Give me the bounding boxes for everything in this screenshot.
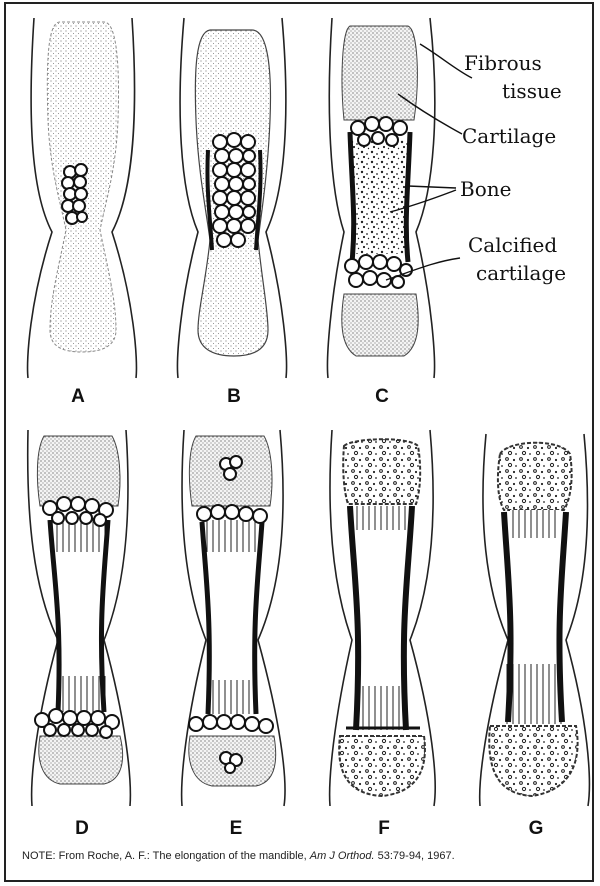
panel-F: F bbox=[330, 430, 436, 839]
columnar-zone-lower bbox=[506, 664, 562, 724]
panel-E: E bbox=[182, 430, 285, 839]
columnar-zone-upper bbox=[510, 510, 560, 538]
callout-fibrous-tissue-line2: tissue bbox=[502, 79, 562, 103]
panel-label-F: F bbox=[378, 818, 390, 839]
panel-label-D: D bbox=[75, 818, 89, 839]
panel-label-C: C bbox=[375, 386, 389, 407]
leader-bone-1 bbox=[408, 186, 456, 188]
callout-fibrous-tissue-line1: Fibrous bbox=[464, 51, 542, 75]
columnar-zone-lower bbox=[356, 686, 408, 730]
cartilage-bottom bbox=[39, 736, 123, 784]
note-journal: Am J Orthod. bbox=[310, 850, 375, 862]
panel-B: B bbox=[178, 18, 287, 407]
calcified-cartilage-cluster bbox=[213, 133, 255, 247]
epiphysis-top bbox=[343, 439, 420, 504]
calcified-cartilage-upper bbox=[351, 117, 407, 146]
epiphysis-bottom bbox=[339, 736, 425, 796]
cartilage-top bbox=[342, 26, 417, 120]
bone-development-diagram: A B bbox=[0, 0, 600, 846]
columnar-zone-lower bbox=[206, 680, 260, 714]
epiphysis-bottom bbox=[489, 726, 577, 796]
cartilage-bottom bbox=[342, 294, 418, 356]
callout-cartilage: Cartilage bbox=[462, 124, 556, 148]
growth-plate-lower bbox=[35, 709, 119, 738]
growth-plate-lower bbox=[189, 715, 273, 733]
bone-marrow bbox=[352, 140, 410, 254]
panel-A: A bbox=[28, 18, 137, 407]
note-prefix: NOTE: From Roche, A. F.: The elongation … bbox=[22, 850, 310, 862]
panel-C: C bbox=[328, 18, 472, 407]
panel-label-B: B bbox=[227, 386, 241, 407]
panel-D: D bbox=[28, 430, 131, 839]
panel-G: G bbox=[480, 434, 590, 839]
callout-calcified-cartilage-line2: cartilage bbox=[476, 261, 566, 285]
columnar-zone-upper bbox=[356, 506, 408, 530]
panel-label-E: E bbox=[230, 818, 243, 839]
callout-bone: Bone bbox=[460, 177, 511, 201]
epiphysis-top bbox=[498, 443, 572, 510]
source-note: NOTE: From Roche, A. F.: The elongation … bbox=[22, 850, 582, 862]
note-suffix: 53:79-94, 1967. bbox=[375, 850, 455, 862]
panel-label-G: G bbox=[529, 818, 544, 839]
cartilage-top bbox=[37, 436, 120, 506]
columnar-zone-upper bbox=[206, 520, 260, 552]
calcified-cartilage-lower bbox=[345, 255, 412, 288]
panel-label-A: A bbox=[71, 386, 85, 407]
callout-calcified-cartilage-line1: Calcified bbox=[468, 233, 557, 257]
calcified-cartilage-cluster bbox=[62, 164, 87, 224]
